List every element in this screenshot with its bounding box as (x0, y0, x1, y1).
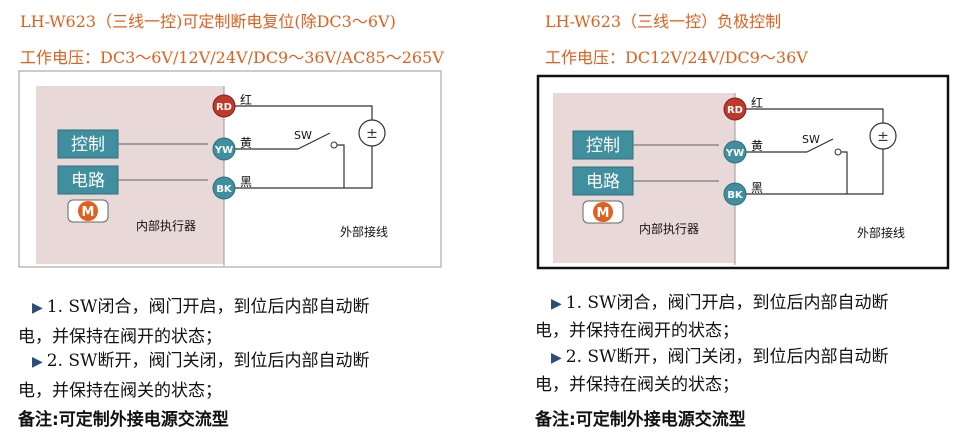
wire-red (746, 108, 884, 123)
wire-red (235, 105, 373, 120)
wire-color-yellow: 黄 (751, 139, 763, 153)
model-title: LH-W623（三线一控)可定制断电复位(除DC3～6V) (20, 12, 396, 31)
wire-black (746, 149, 884, 195)
circuit-label: 电路 (586, 172, 620, 192)
control-label: 控制 (71, 135, 105, 155)
power-symbol: ± (877, 129, 889, 145)
motor-icon (78, 201, 98, 221)
step-1: ▶1. SW闭合，阀门开启，到位后内部自动断 (32, 297, 370, 317)
terminal-code: RD (216, 102, 232, 113)
power-symbol: ± (366, 126, 378, 142)
step-1: ▶1. SW闭合，阀门开启，到位后内部自动断 (551, 293, 889, 313)
control-box-top (57, 129, 119, 159)
switch-blade (806, 138, 834, 153)
switch-contact (330, 141, 338, 149)
terminal-code: YW (214, 145, 233, 156)
power-source-icon (869, 122, 897, 150)
wire-color-black: 黑 (751, 181, 763, 195)
control-box-bottom (57, 165, 119, 195)
bullet-icon: ▶ (551, 350, 562, 366)
switch-blade (297, 132, 331, 150)
control-box-top (572, 130, 634, 160)
wiring-diagram: 控制 电路 M RD YW BK 红 黄 黑 SW ± 内部执行器 外部接线 (18, 70, 442, 268)
control-label: 控制 (586, 136, 620, 156)
wire-black (235, 146, 373, 189)
bullet-icon: ▶ (32, 354, 43, 370)
internal-actuator-label: 内部执行器 (136, 218, 196, 233)
motor-label: M (82, 205, 95, 220)
terminal-code: RD (727, 105, 743, 116)
working-voltage: 工作电压：DC12V/24V/DC9～36V (545, 48, 808, 67)
bullet-icon: ▶ (551, 296, 562, 312)
note: 备注:可定制外接电源交流型 (535, 410, 746, 430)
motor-icon (593, 202, 613, 222)
switch-label: SW (802, 133, 820, 146)
power-source-icon (358, 119, 386, 147)
step-1-cont: 电，并保持在阀开的状态； (535, 321, 739, 341)
wire-color-red: 红 (240, 92, 252, 107)
wiring-diagram: 控制 电路 M RD YW BK 红 黄 黑 SW ± 内部执行器 外部接线 (536, 74, 950, 270)
control-box-bottom (572, 166, 634, 196)
step-2-cont: 电，并保持在阀关的状态； (18, 381, 222, 401)
wire (337, 144, 345, 188)
switch-label: SW (294, 129, 312, 142)
external-wiring-label: 外部接线 (857, 225, 905, 240)
switch-contact (834, 148, 842, 156)
working-voltage: 工作电压：DC3～6V/12V/24V/DC9～36V/AC85～265V (20, 48, 444, 67)
motor-label: M (597, 206, 610, 221)
step-1-cont: 电，并保持在阀开的状态； (18, 327, 222, 347)
model-title: LH-W623（三线一控）负极控制 (545, 12, 782, 31)
wire (841, 151, 848, 194)
terminal-code: BK (727, 190, 744, 201)
note: 备注:可定制外接电源交流型 (18, 410, 229, 430)
step-2: ▶2. SW断开，阀门关闭，到位后内部自动断 (551, 347, 889, 367)
step-2-cont: 电，并保持在阀关的状态； (535, 375, 739, 395)
external-wiring-label: 外部接线 (340, 224, 388, 239)
bullet-icon: ▶ (32, 300, 43, 316)
panel-left: LH-W623（三线一控)可定制断电复位(除DC3～6V) 工作电压：DC3～6… (18, 12, 444, 430)
wire-color-red: 红 (751, 95, 763, 110)
wire-color-yellow: 黄 (240, 136, 252, 150)
internal-actuator-label: 内部执行器 (639, 221, 699, 236)
circuit-label: 电路 (71, 171, 105, 191)
step-2: ▶2. SW断开，阀门关闭，到位后内部自动断 (32, 351, 370, 371)
terminal-code: YW (725, 148, 744, 159)
panel-right: LH-W623（三线一控）负极控制 工作电压：DC12V/24V/DC9～36V… (487, 0, 974, 434)
terminal-code: BK (216, 184, 233, 195)
wire-color-black: 黑 (240, 175, 252, 189)
